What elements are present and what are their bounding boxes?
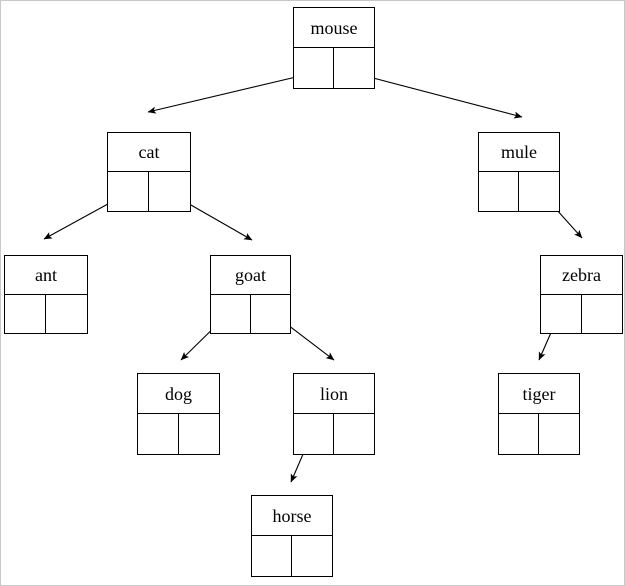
- tree-node-left-pointer-dog[interactable]: [138, 414, 179, 454]
- tree-node-left-pointer-mouse[interactable]: [294, 48, 334, 88]
- tree-node-right-pointer-goat[interactable]: [251, 295, 291, 334]
- tree-node-label-mouse: mouse: [294, 8, 374, 48]
- tree-node-pointers-zebra: [541, 294, 623, 334]
- tree-node-right-pointer-dog[interactable]: [179, 414, 220, 454]
- tree-node-mouse[interactable]: mouse: [293, 7, 375, 89]
- tree-node-horse[interactable]: horse: [251, 495, 333, 577]
- tree-node-label-goat: goat: [211, 256, 290, 295]
- tree-node-pointers-ant: [5, 294, 87, 334]
- tree-node-tiger[interactable]: tiger: [498, 373, 580, 455]
- tree-node-label-tiger: tiger: [499, 374, 579, 414]
- tree-node-right-pointer-horse[interactable]: [292, 536, 332, 576]
- tree-node-pointers-horse: [252, 536, 332, 576]
- tree-node-left-pointer-mule[interactable]: [479, 172, 519, 211]
- tree-node-right-pointer-mule[interactable]: [519, 172, 559, 211]
- tree-node-left-pointer-ant[interactable]: [5, 294, 46, 333]
- tree-node-zebra[interactable]: zebra: [540, 255, 623, 334]
- tree-node-dog[interactable]: dog: [137, 373, 220, 455]
- tree-edge-mouse-right-mule: [353, 72, 523, 119]
- tree-node-right-pointer-mouse[interactable]: [334, 48, 374, 88]
- tree-node-left-pointer-horse[interactable]: [252, 536, 292, 576]
- tree-node-pointers-mouse: [294, 48, 374, 88]
- tree-node-lion[interactable]: lion: [293, 373, 375, 455]
- tree-node-right-pointer-tiger[interactable]: [539, 414, 579, 454]
- tree-node-goat[interactable]: goat: [210, 255, 291, 334]
- tree-node-label-dog: dog: [138, 374, 219, 414]
- tree-node-label-cat: cat: [108, 133, 190, 172]
- tree-node-left-pointer-cat[interactable]: [108, 172, 149, 211]
- tree-node-left-pointer-lion[interactable]: [294, 414, 334, 454]
- tree-node-cat[interactable]: cat: [107, 132, 191, 212]
- tree-node-left-pointer-goat[interactable]: [211, 294, 251, 333]
- tree-node-pointers-goat: [211, 294, 291, 334]
- tree-edge-mouse-left-cat: [147, 72, 314, 114]
- tree-node-mule[interactable]: mule: [478, 132, 560, 212]
- tree-node-right-pointer-cat[interactable]: [149, 172, 190, 211]
- tree-node-right-pointer-lion[interactable]: [334, 414, 374, 454]
- tree-node-pointers-mule: [479, 172, 559, 211]
- tree-node-right-pointer-zebra[interactable]: [582, 295, 623, 334]
- tree-node-ant[interactable]: ant: [4, 255, 88, 334]
- tree-node-pointers-lion: [294, 414, 374, 454]
- tree-node-left-pointer-zebra[interactable]: [541, 294, 582, 333]
- tree-node-label-mule: mule: [479, 133, 559, 172]
- tree-node-right-pointer-ant[interactable]: [46, 295, 87, 334]
- tree-node-pointers-tiger: [499, 414, 579, 454]
- tree-node-label-horse: horse: [252, 496, 332, 536]
- tree-node-label-lion: lion: [294, 374, 374, 414]
- tree-node-left-pointer-tiger[interactable]: [499, 414, 539, 454]
- tree-node-label-ant: ant: [5, 256, 87, 295]
- tree-node-label-zebra: zebra: [541, 256, 622, 295]
- tree-node-pointers-dog: [138, 414, 219, 454]
- tree-node-pointers-cat: [108, 172, 190, 211]
